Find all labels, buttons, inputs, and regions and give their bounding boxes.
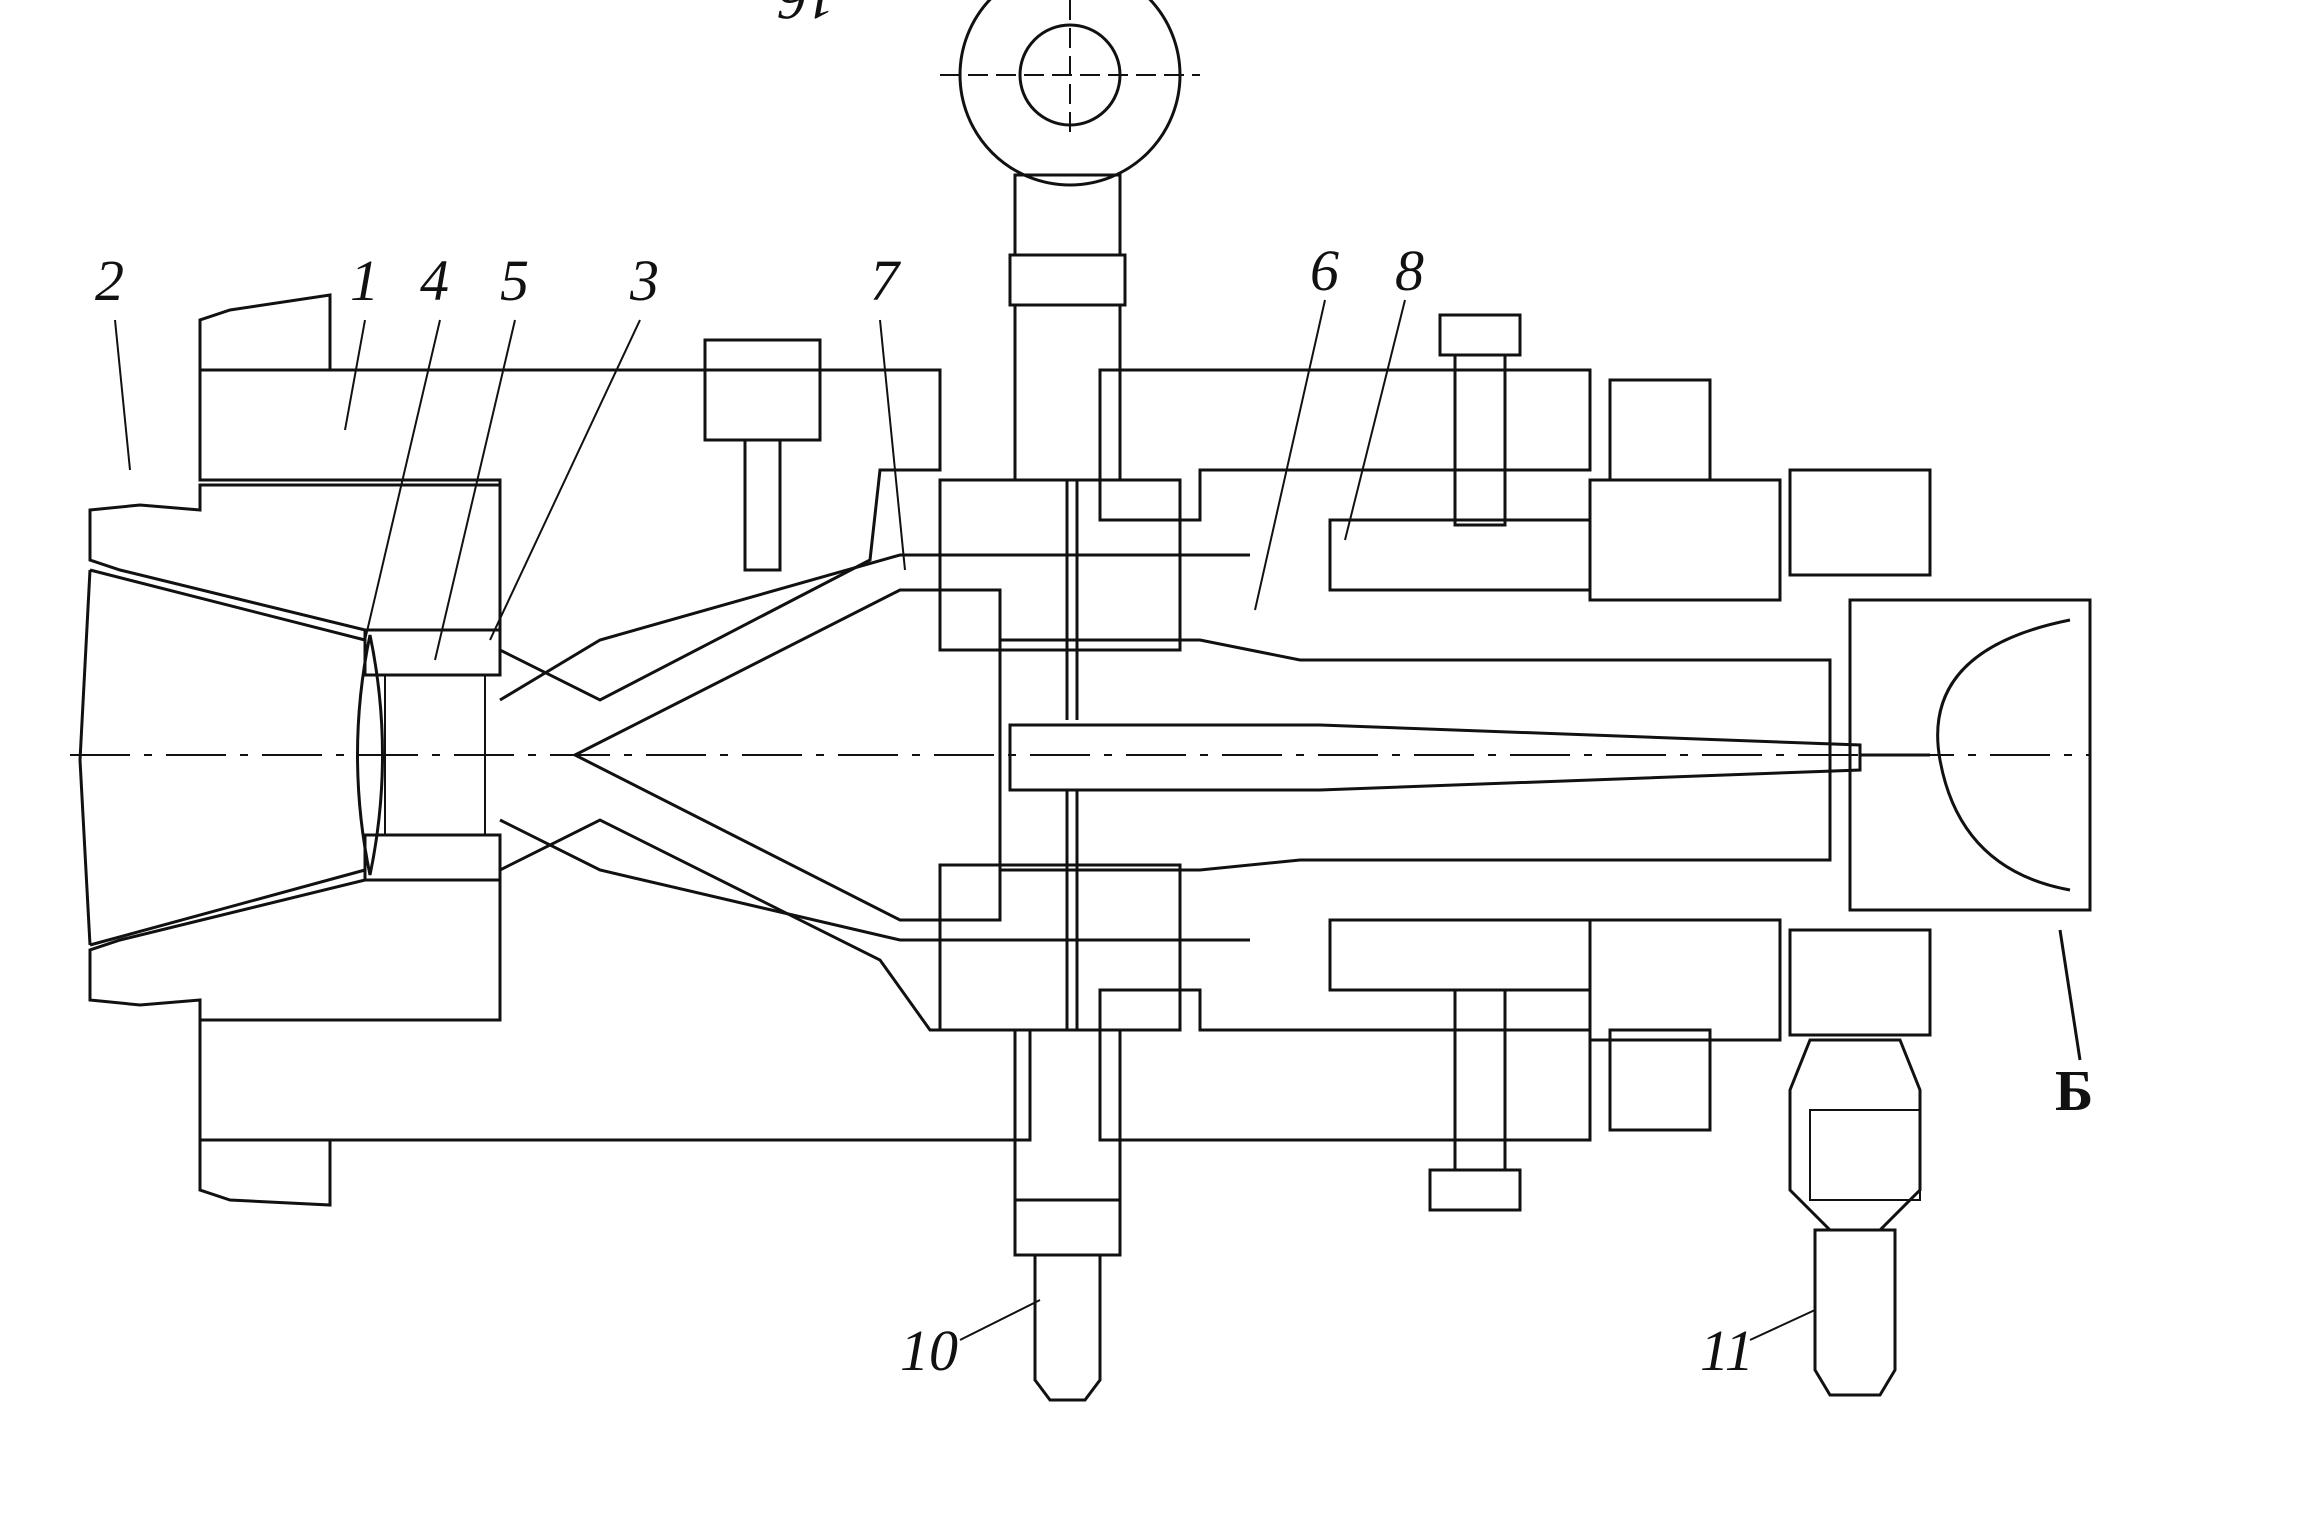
- bolt-nut-top: [1608, 378, 1712, 482]
- leader-1: [344, 319, 366, 431]
- bolt-nut-bottom: [1608, 1028, 1712, 1132]
- label-3: 3: [629, 248, 659, 313]
- bolt-head-top: [1438, 313, 1522, 357]
- outlet-bulb: [1936, 618, 2071, 892]
- inner-bore: [1008, 723, 1862, 792]
- funnel-line-upper: [89, 568, 366, 642]
- ring-8-upper: [1328, 518, 1592, 592]
- outer-body-lower: [198, 818, 1032, 1142]
- label-5: 5: [500, 248, 529, 313]
- label-6: 6: [1310, 238, 1339, 303]
- leader-8: [1344, 299, 1406, 541]
- bolt-shank-top: [1453, 353, 1507, 527]
- label-7: 7: [870, 248, 901, 313]
- flange-tab-lower: [198, 1138, 332, 1207]
- bottom-hose-fitting: [1033, 1253, 1102, 1402]
- leader-11: [1749, 1309, 1816, 1341]
- set-screw-head: [703, 338, 822, 442]
- flange-tab-upper: [198, 293, 332, 372]
- leader-2: [114, 319, 131, 471]
- filter-mesh: [384, 674, 486, 836]
- nozzle-head-upper: [88, 483, 502, 632]
- bolt-head-bottom: [1428, 1168, 1522, 1212]
- label-11: 11: [1700, 1318, 1754, 1383]
- funnel-line-lower: [89, 868, 366, 947]
- ring-8-lower: [1328, 918, 1592, 992]
- side-hose-fitting: [1813, 1228, 1897, 1397]
- filter-housing-lower: [363, 833, 502, 882]
- bottom-nut: [1013, 1198, 1122, 1257]
- gland-nut-lower: [1588, 918, 1782, 1042]
- insert-block-lower: [938, 863, 1182, 1032]
- leader-7: [879, 319, 906, 571]
- outer-body-upper: [198, 368, 942, 702]
- right-cap-lower: [1788, 928, 1932, 1037]
- set-screw-shank: [743, 438, 782, 572]
- label-B: Б: [2055, 1058, 2093, 1123]
- leader-10: [959, 1299, 1041, 1341]
- bolt-shank-bottom: [1453, 988, 1507, 1172]
- outer-body-lower-right: [1098, 988, 1592, 1142]
- channel-upper: [499, 553, 1250, 702]
- label-8: 8: [1395, 238, 1424, 303]
- outlet-chamber: [1848, 598, 2092, 912]
- label-16: 16: [778, 0, 836, 32]
- insert-block-upper: [938, 478, 1182, 652]
- top-nut: [1008, 253, 1127, 307]
- outer-body-upper-right: [1098, 368, 1592, 522]
- filter-housing-upper: [363, 628, 502, 677]
- gland-nut-upper: [1588, 478, 1782, 602]
- label-4: 4: [420, 248, 449, 313]
- leader-B: [2058, 929, 2082, 1061]
- leader-4: [364, 319, 441, 641]
- right-cap-upper: [1788, 468, 1932, 577]
- nozzle-head-lower: [88, 878, 502, 1022]
- label-2: 2: [95, 248, 124, 313]
- label-10: 10: [900, 1318, 958, 1383]
- leader-9: [1254, 299, 1326, 611]
- funnel-opening: [78, 569, 92, 946]
- side-fitting-knurl: [1809, 1109, 1921, 1201]
- leader-3: [489, 319, 641, 641]
- leader-5: [434, 319, 516, 661]
- lens: [356, 634, 384, 876]
- channel-lower: [499, 818, 1250, 942]
- top-screw: [1013, 303, 1122, 482]
- top-stem: [1013, 173, 1122, 257]
- label-1: 1: [350, 248, 379, 313]
